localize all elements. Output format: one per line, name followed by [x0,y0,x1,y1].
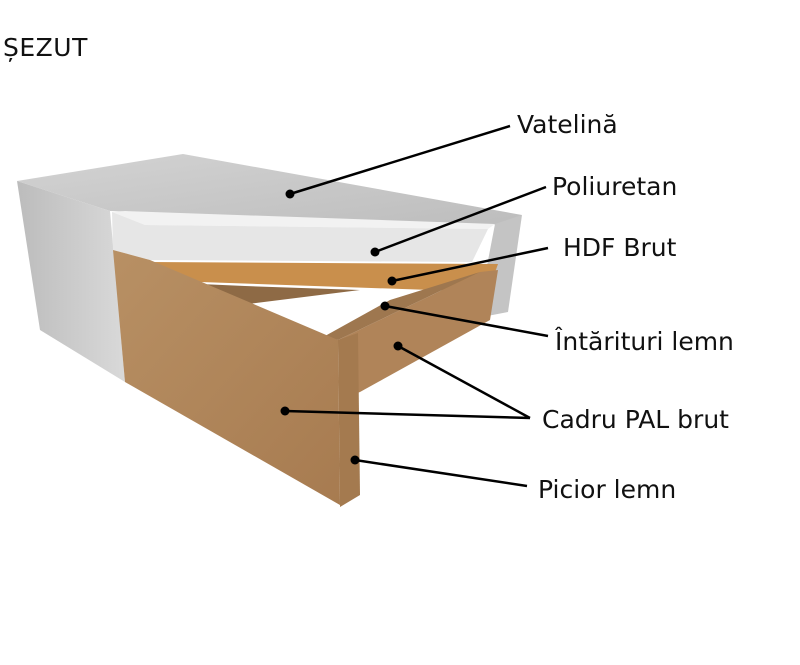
front-panel [113,250,340,505]
leg [338,333,360,507]
leader-line-poliuretan [374,185,547,254]
foam-top [112,211,495,229]
leader-line-hdf [391,246,549,283]
label-intarituri: Întărituri lemn [554,327,734,356]
dot-cadru-rail [393,341,403,351]
label-picior: Picior lemn [538,475,676,504]
label-poliuretan: Poliuretan [552,172,677,201]
dot-intarituri [380,301,390,311]
leader-dots [280,189,403,465]
dot-picior [350,455,360,465]
leader-line-vatelina [289,124,511,196]
hdf-board [148,262,498,292]
label-cadru: Cadru PAL brut [542,405,729,434]
leader-line-cadru-panel [284,409,531,420]
label-hdf: HDF Brut [563,233,677,262]
leader-line-intarituri [384,304,549,338]
dot-hdf [387,276,397,286]
side-rail [338,270,498,400]
leader-line-picior [354,458,528,488]
leader-lines [284,124,549,488]
foam-front [112,212,488,262]
dot-poliuretan [370,247,380,257]
leader-line-cadru-rail [397,344,531,420]
diagram-title: ȘEZUT [3,33,88,62]
batting-left-side [17,181,125,382]
dot-cadru-panel [280,406,290,416]
inner-rail [325,272,480,340]
dot-vatelina [285,189,295,199]
batting-top [17,154,522,225]
label-vatelina: Vatelină [517,110,618,139]
